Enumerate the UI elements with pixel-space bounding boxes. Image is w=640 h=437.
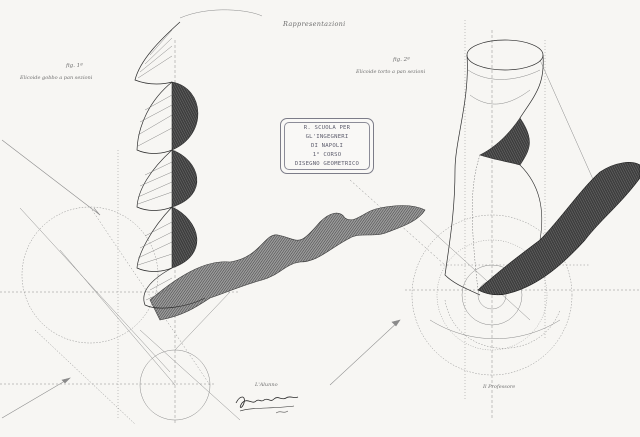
fig2-arrow [329,319,401,386]
fig1-dome-arc [179,9,263,19]
fig2-wing [477,162,640,296]
professor-note: Il Professore [483,384,516,390]
handwritten-signature [235,396,299,414]
fig1-arrows [1,139,101,419]
school-stamp: R. SCUOLA PER GL'INGEGNERI DI NAPOLI 1° … [280,118,374,174]
stamp-line: R. SCUOLA PER GL'INGEGNERI [303,124,351,140]
fig2-label: fig. 2ª [393,57,410,63]
fig1-ribbon [149,205,426,321]
stamp-line: 1° CORSO [312,151,342,158]
fig1-caption: Elicoide gobbo a pan sezioni [20,75,93,81]
fig2-construction [349,20,640,420]
fig1-construction [0,40,241,425]
stamp-line: DI NAPOLI [310,142,344,149]
student-note: L'Alunno [255,382,278,388]
fig2-caption: Elicoide torto a pan sezioni [356,69,426,75]
plate-title: Rappresentazioni [283,20,346,28]
stamp-line: DISEGNO GEOMETRICO [294,160,360,167]
fig1-label: fig. 1ª [66,63,83,69]
fig2-helicoid [444,39,640,296]
fig1-helix [134,21,426,321]
